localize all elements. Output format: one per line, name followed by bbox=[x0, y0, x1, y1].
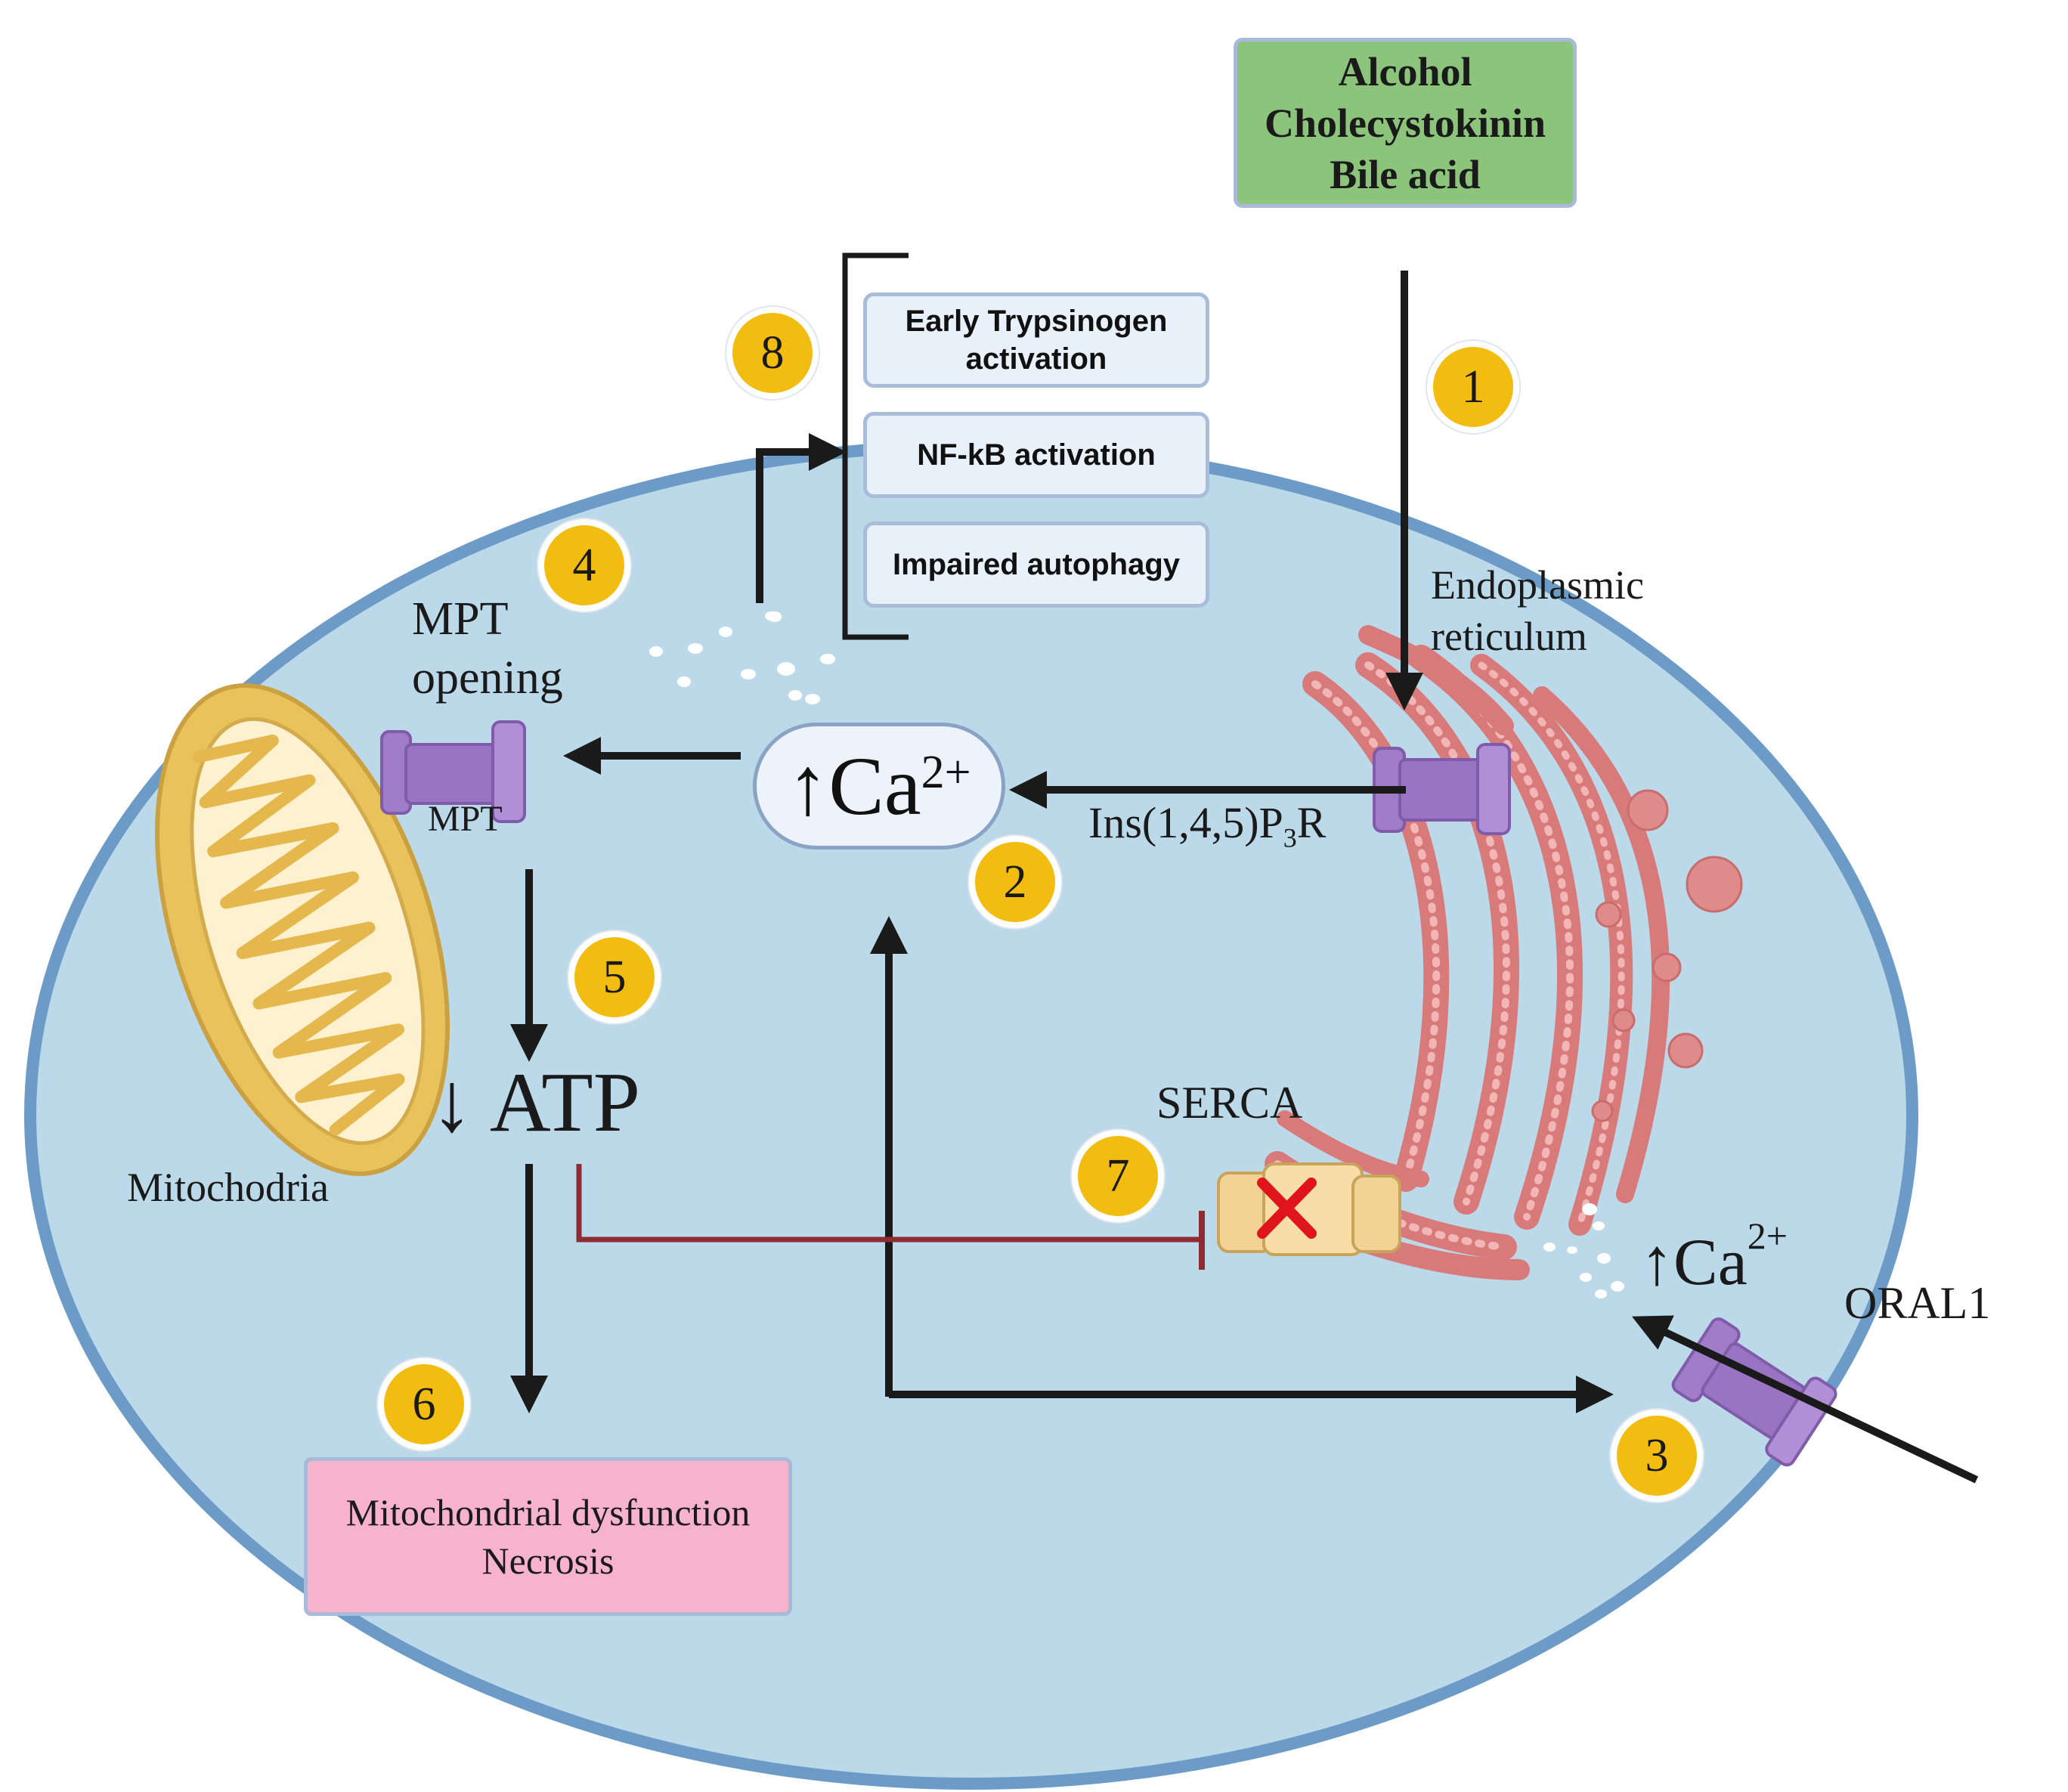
effect-trypsinogen-line1: Early Trypsinogen bbox=[905, 305, 1168, 338]
atp-decrease-label: ↓ ATP bbox=[431, 1056, 640, 1150]
ip3r-prefix: Ins(1,4,5)P bbox=[1088, 798, 1283, 847]
mitochondria-icon bbox=[155, 683, 450, 1176]
er-vesicles bbox=[1591, 789, 1743, 1122]
ca-up-arrow: ↑ bbox=[787, 739, 829, 832]
ip3r-suffix: R bbox=[1296, 798, 1327, 847]
effect-trypsinogen-line2: activation bbox=[965, 342, 1107, 376]
serca-pump-icon bbox=[1217, 1162, 1401, 1256]
mpt-opening-label: MPT opening bbox=[412, 590, 563, 707]
effect-autophagy-label: Impaired autophagy bbox=[892, 548, 1181, 581]
outcome-box: Mitochondrial dysfunction Necrosis bbox=[304, 1457, 792, 1616]
ca-charge: 2+ bbox=[921, 747, 971, 798]
mitochondria-label: Mitochodria bbox=[127, 1165, 329, 1210]
trigger-bile-acid: Bile acid bbox=[1330, 151, 1481, 197]
mpt-opening-line1: MPT bbox=[412, 593, 509, 645]
trigger-cholecystokinin: Cholecystokinin bbox=[1264, 100, 1546, 146]
outcome-mito-dysfunction: Mitochondrial dysfunction bbox=[345, 1491, 751, 1534]
ca-influx-charge: 2+ bbox=[1747, 1215, 1788, 1257]
ip3r-label: Ins(1,4,5)P3R bbox=[1088, 797, 1326, 854]
effect-nfkb-label: NF-kB activation bbox=[917, 438, 1156, 472]
arrow-ca-to-effects bbox=[756, 433, 847, 603]
atp-inhibits-serca-line bbox=[576, 1164, 1202, 1243]
step-badge-3: 3 bbox=[1611, 1410, 1703, 1502]
ca-influx-arrow: ↑ bbox=[1640, 1226, 1673, 1299]
effects-bracket bbox=[842, 252, 909, 640]
orai1-channel-icon bbox=[1671, 1317, 1837, 1467]
mpt-channel-icon bbox=[380, 720, 526, 823]
er-label-line2: reticulum bbox=[1431, 614, 1587, 659]
step-badge-2: 2 bbox=[969, 836, 1061, 928]
serca-label: SERCA bbox=[1156, 1078, 1303, 1128]
orai1-label: ORAL1 bbox=[1844, 1278, 1991, 1328]
ca-influx-symbol: Ca bbox=[1673, 1226, 1748, 1299]
effect-box-trypsinogen: Early Trypsinogen activation bbox=[863, 292, 1209, 388]
er-label: Endoplasmic reticulum bbox=[1431, 559, 1644, 662]
block-x-icon bbox=[1257, 1178, 1317, 1239]
calcium-ions-top bbox=[649, 611, 835, 704]
trigger-box: Alcohol Cholecystokinin Bile acid bbox=[1234, 38, 1577, 208]
step-badge-4: 4 bbox=[538, 519, 630, 611]
step-badge-1: 1 bbox=[1427, 341, 1519, 433]
step-badge-7: 7 bbox=[1072, 1130, 1164, 1222]
outcome-necrosis: Necrosis bbox=[481, 1540, 615, 1582]
effect-box-autophagy: Impaired autophagy bbox=[863, 522, 1209, 608]
ip3r-subscript: 3 bbox=[1283, 822, 1297, 853]
step-badge-8: 8 bbox=[726, 307, 819, 399]
effect-box-nfkb: NF-kB activation bbox=[863, 412, 1209, 498]
calcium-ions-bottom bbox=[1543, 1203, 1624, 1298]
ca-symbol: Ca bbox=[828, 739, 921, 832]
trigger-alcohol: Alcohol bbox=[1338, 48, 1472, 94]
step-badge-6: 6 bbox=[378, 1358, 470, 1450]
arrow-orai-to-ca bbox=[1631, 1315, 1979, 1484]
er-label-line1: Endoplasmic bbox=[1431, 562, 1644, 608]
calcium-influx-label: ↑Ca2+ bbox=[1640, 1217, 1788, 1301]
mpt-opening-line2: opening bbox=[412, 652, 563, 704]
mpt-label: MPT bbox=[428, 799, 503, 839]
arrows bbox=[510, 271, 1979, 1484]
step-badge-5: 5 bbox=[568, 931, 661, 1023]
